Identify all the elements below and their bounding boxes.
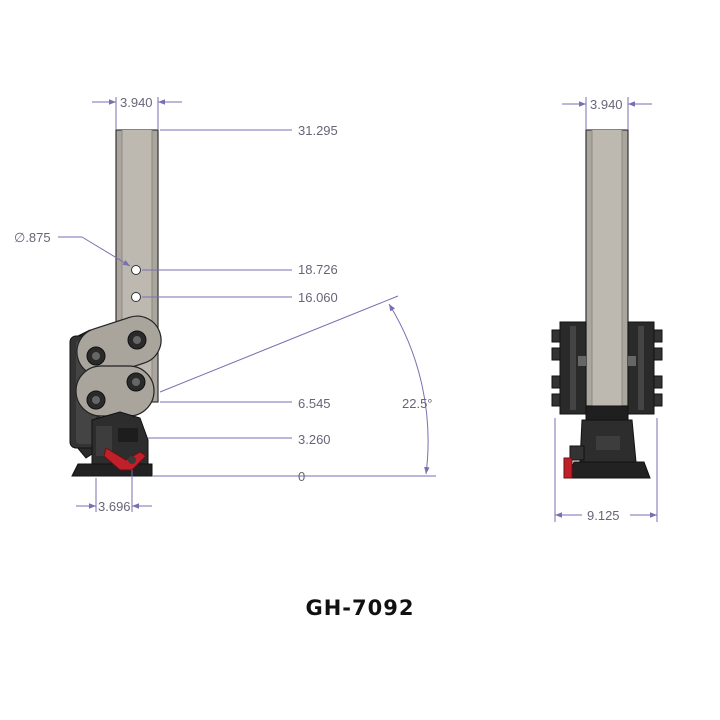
- hole-diameter-dim: ∅.875: [14, 230, 51, 245]
- end-view-housing: [563, 405, 651, 479]
- lower-hole: [131, 292, 141, 302]
- side-view: 3.940 31.295 18.726 16.060 6.545 3.260 0…: [14, 95, 436, 514]
- end-view-tube: [585, 129, 629, 407]
- height-dim-pivot: 6.545: [298, 396, 331, 411]
- upper-hole: [131, 265, 141, 275]
- height-dim-zero: 0: [298, 469, 305, 484]
- end-base-dim: 9.125: [587, 508, 620, 523]
- end-width-dim: 3.940: [590, 97, 623, 112]
- side-view-bracket: [69, 315, 162, 477]
- angle-dim: 22.5°: [402, 396, 433, 411]
- side-base-dim: 3.696: [98, 499, 131, 514]
- height-dim-lower-hole: 16.060: [298, 290, 338, 305]
- end-view: 3.940 9.125: [551, 97, 663, 523]
- end-view-dimensions: 3.940 9.125: [554, 97, 658, 523]
- end-handle-red: [563, 457, 573, 479]
- end-view-plates: [551, 321, 663, 415]
- height-dim-upper-hole: 18.726: [298, 262, 338, 277]
- height-dim-top: 31.295: [298, 123, 338, 138]
- side-width-dim: 3.940: [120, 95, 153, 110]
- part-number-label: GH-7092: [305, 596, 415, 620]
- side-view-dimensions: 3.940 31.295 18.726 16.060 6.545 3.260 0…: [14, 95, 436, 514]
- height-dim-base-top: 3.260: [298, 432, 331, 447]
